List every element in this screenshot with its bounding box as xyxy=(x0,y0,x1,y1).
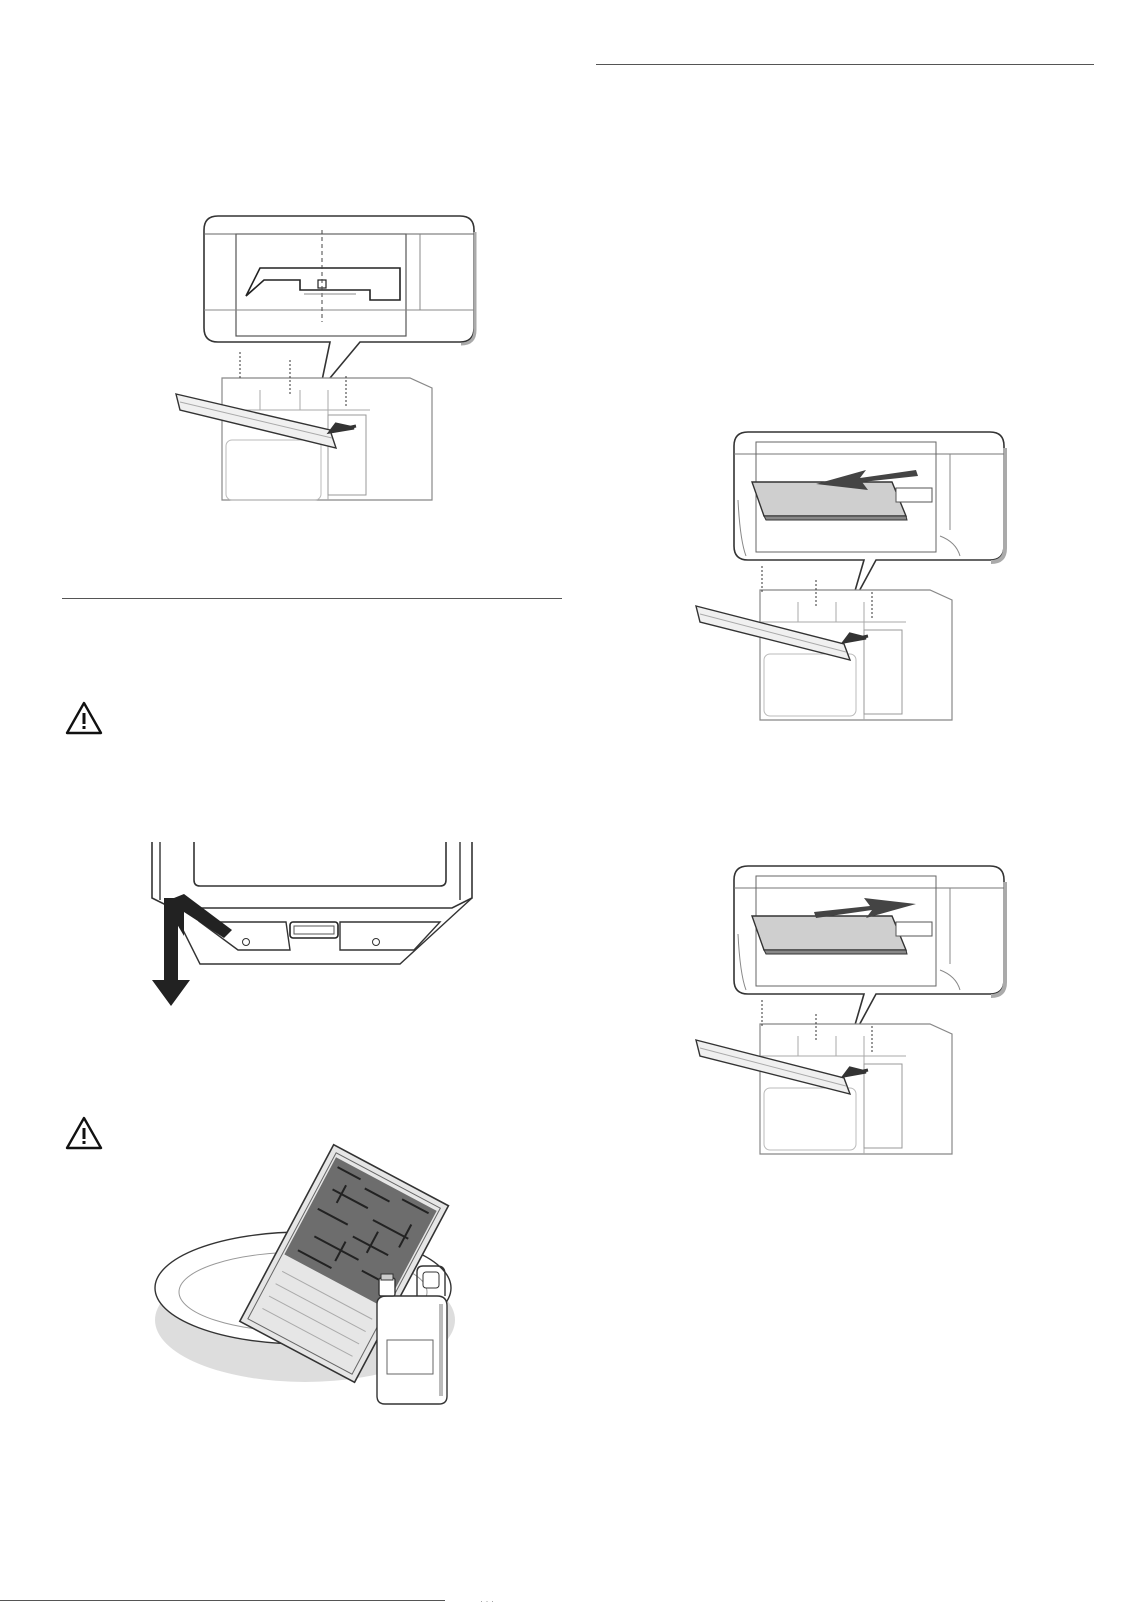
section-divider-left-middle xyxy=(62,598,562,599)
warning-triangle-icon xyxy=(64,1115,104,1151)
warning-triangle-icon xyxy=(64,700,104,736)
figure-charcoal-filter-insertion xyxy=(700,864,1010,1164)
figure-charcoal-filter-removal xyxy=(700,430,1010,730)
figure-grease-filter-removal xyxy=(140,840,480,1010)
footer-divider xyxy=(0,1600,445,1601)
figure-filter-soaking-basin xyxy=(155,1200,475,1400)
section-divider-top-right xyxy=(596,64,1094,65)
figure-vent-grille-detail xyxy=(160,210,490,520)
footer-fragment: · · · xyxy=(480,1596,494,1606)
